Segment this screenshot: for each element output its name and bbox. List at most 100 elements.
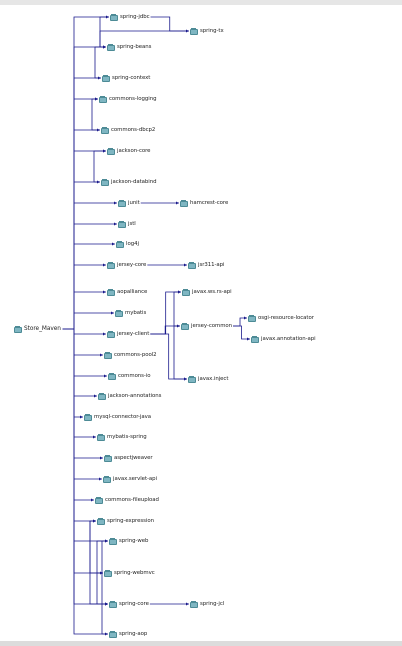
edge-spring-webmvc-to-spring-expression xyxy=(89,519,103,574)
node-label: commons-fileupload xyxy=(105,497,159,503)
node-javax-servlet-api[interactable]: javax.servlet-api xyxy=(103,473,157,485)
jar-icon xyxy=(98,392,106,400)
edge-store-maven-to-jackson-core xyxy=(62,149,106,330)
edge-store-maven-to-jackson-databind xyxy=(62,180,100,330)
node-label: spring-context xyxy=(112,75,151,81)
node-hamcrest-core[interactable]: hamcrest-core xyxy=(180,197,228,209)
bottom-scroll-strip xyxy=(0,641,402,646)
node-spring-webmvc[interactable]: spring-webmvc xyxy=(104,567,155,579)
node-spring-tx[interactable]: spring-tx xyxy=(190,25,224,37)
node-mybatis[interactable]: mybatis xyxy=(115,307,146,319)
node-commons-logging[interactable]: commons-logging xyxy=(99,93,157,105)
edge-spring-context-to-spring-beans xyxy=(94,45,106,79)
node-spring-jdbc[interactable]: spring-jdbc xyxy=(110,11,150,23)
node-spring-core[interactable]: spring-core xyxy=(109,598,149,610)
edge-store-maven-to-commons-io xyxy=(62,328,107,378)
node-spring-jcl[interactable]: spring-jcl xyxy=(190,598,224,610)
node-junit[interactable]: junit xyxy=(118,197,140,209)
edge-store-maven-to-spring-beans xyxy=(62,45,106,330)
node-label: commons-io xyxy=(118,373,151,379)
node-spring-web[interactable]: spring-web xyxy=(109,535,148,547)
node-javax-inject[interactable]: javax.inject xyxy=(188,373,228,385)
node-javax-annotation-api[interactable]: javax.annotation-api xyxy=(251,333,316,345)
node-label: spring-web xyxy=(119,538,149,544)
node-label: mybatis xyxy=(125,310,147,316)
node-spring-aop[interactable]: spring-aop xyxy=(109,628,147,640)
edge-store-maven-to-javax-servlet-api xyxy=(62,328,102,481)
edge-store-maven-to-commons-pool2 xyxy=(62,328,103,357)
edge-jersey-common-to-javax-inject xyxy=(173,325,187,381)
node-label: javax.ws.rs-api xyxy=(192,289,232,295)
edge-jersey-common-to-javax-ws-rs-api xyxy=(173,290,181,327)
jar-icon xyxy=(97,433,105,441)
node-jersey-common[interactable]: jersey-common xyxy=(181,320,232,332)
jar-icon xyxy=(107,330,115,338)
node-aopalliance[interactable]: aopalliance xyxy=(107,286,147,298)
node-log4j[interactable]: log4j xyxy=(116,238,139,250)
node-label: commons-logging xyxy=(109,96,157,102)
node-label: mysql-connector-java xyxy=(94,414,152,420)
jar-icon xyxy=(97,517,105,525)
edge-spring-expression-to-spring-core xyxy=(89,520,108,606)
jar-icon xyxy=(99,95,107,103)
node-commons-dbcp2[interactable]: commons-dbcp2 xyxy=(101,124,155,136)
jar-icon xyxy=(181,322,189,330)
node-label: commons-dbcp2 xyxy=(111,127,156,133)
jar-icon xyxy=(104,454,112,462)
node-label: spring-jcl xyxy=(200,601,225,607)
node-label: Store_Maven xyxy=(24,326,61,332)
jar-icon xyxy=(109,630,117,638)
jar-icon xyxy=(248,314,256,322)
node-jersey-client[interactable]: jersey-client xyxy=(107,328,149,340)
node-label: aspectjweaver xyxy=(114,455,153,461)
edge-store-maven-to-spring-webmvc xyxy=(62,328,103,575)
jar-icon xyxy=(118,199,126,207)
node-spring-expression[interactable]: spring-expression xyxy=(97,515,154,527)
node-jersey-core[interactable]: jersey-core xyxy=(107,259,146,271)
jar-icon xyxy=(180,199,188,207)
jar-icon xyxy=(109,537,117,545)
jar-icon xyxy=(14,325,22,333)
node-javax-ws-rs-api[interactable]: javax.ws.rs-api xyxy=(182,286,232,298)
edge-store-maven-to-jersey-client xyxy=(62,328,106,336)
node-jackson-core[interactable]: jackson-core xyxy=(107,145,150,157)
node-label: spring-core xyxy=(119,601,149,607)
edge-spring-jdbc-to-spring-tx xyxy=(150,16,189,33)
node-mysql-connector-java[interactable]: mysql-connector-java xyxy=(84,411,151,423)
node-spring-context[interactable]: spring-context xyxy=(102,72,150,84)
node-commons-fileupload[interactable]: commons-fileupload xyxy=(95,494,159,506)
node-commons-pool2[interactable]: commons-pool2 xyxy=(104,349,157,361)
node-label: jackson-core xyxy=(117,148,151,154)
node-label: junit xyxy=(128,200,140,206)
jar-icon xyxy=(107,43,115,51)
jar-icon xyxy=(190,27,198,35)
edge-commons-dbcp2-to-commons-logging xyxy=(91,97,100,131)
node-jsr311-api[interactable]: jsr311-api xyxy=(188,259,225,271)
edge-store-maven-to-mysql-connector-java xyxy=(62,328,83,419)
node-label: jersey-common xyxy=(191,323,233,329)
top-scroll-strip xyxy=(0,0,402,5)
node-aspectjweaver[interactable]: aspectjweaver xyxy=(104,452,153,464)
node-jackson-annotations[interactable]: jackson-annotations xyxy=(98,390,161,402)
jar-icon xyxy=(107,288,115,296)
node-store-maven[interactable]: Store_Maven xyxy=(14,323,61,335)
node-commons-io[interactable]: commons-io xyxy=(108,370,151,382)
jar-icon xyxy=(101,178,109,186)
jar-icon xyxy=(104,351,112,359)
node-osgi-resource-locator[interactable]: osgi-resource-locator xyxy=(248,312,314,324)
node-mybatis-spring[interactable]: mybatis-spring xyxy=(97,431,147,443)
node-label: javax.annotation-api xyxy=(261,336,316,342)
node-jackson-databind[interactable]: jackson-databind xyxy=(101,176,157,188)
node-label: javax.inject xyxy=(198,376,229,382)
node-label: jersey-client xyxy=(117,331,150,337)
jar-icon xyxy=(95,496,103,504)
jar-icon xyxy=(102,74,110,82)
edge-jersey-client-to-javax-ws-rs-api xyxy=(150,290,181,335)
jar-icon xyxy=(104,569,112,577)
jar-icon xyxy=(116,240,124,248)
node-label: spring-expression xyxy=(107,518,154,524)
node-jstl[interactable]: jstl xyxy=(118,218,136,230)
edge-store-maven-to-spring-jdbc xyxy=(62,15,109,330)
node-spring-beans[interactable]: spring-beans xyxy=(107,41,151,53)
